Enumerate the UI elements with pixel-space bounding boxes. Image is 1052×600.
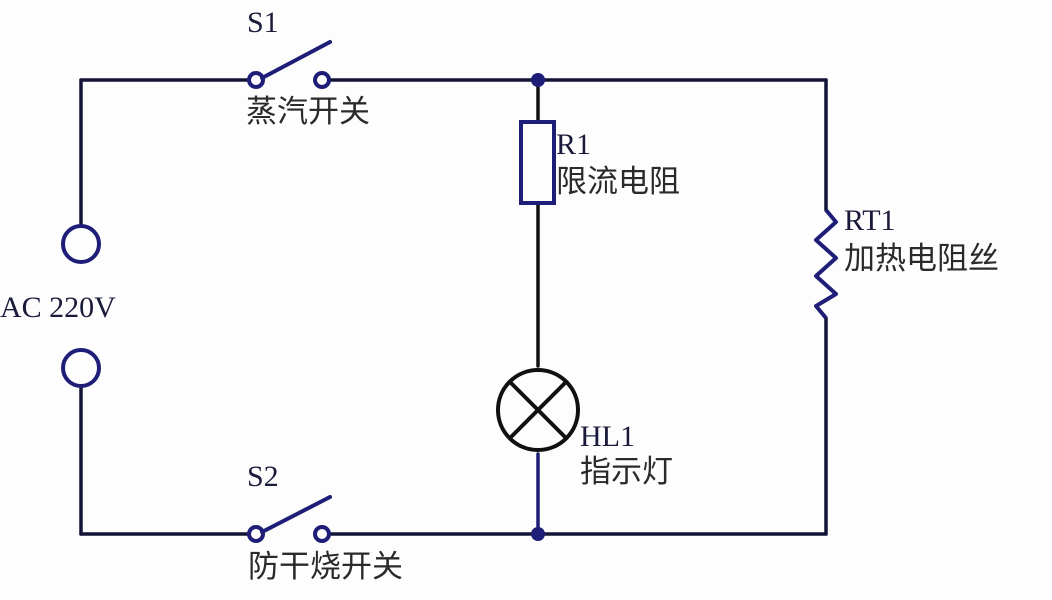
ac-terminal-bottom-icon: [61, 348, 101, 388]
resistor-r1-icon: [519, 120, 556, 205]
rt1-name-label: 加热电阻丝: [844, 241, 999, 277]
junction-top-icon: [531, 73, 545, 87]
r1-name-label: 限流电阻: [556, 164, 680, 200]
hl1-ref-label: HL1: [580, 420, 635, 453]
switch-s2-icon: [247, 495, 332, 543]
junction-bottom-icon: [531, 527, 545, 541]
ac-terminal-top-icon: [61, 224, 101, 264]
rt1-ref-label: RT1: [844, 204, 896, 237]
heating-element-rt1-icon: [814, 208, 838, 320]
s2-name-label: 防干烧开关: [248, 549, 403, 585]
switch-s1-icon: [247, 40, 332, 89]
r1-ref-label: R1: [556, 128, 592, 161]
ac-source-label: AC 220V: [0, 291, 116, 324]
s1-ref-label: S1: [247, 6, 279, 39]
s2-ref-label: S2: [247, 460, 279, 493]
hl1-name-label: 指示灯: [580, 454, 673, 490]
s1-name-label: 蒸汽开关: [246, 94, 370, 130]
lamp-hl1-icon: [496, 368, 580, 452]
